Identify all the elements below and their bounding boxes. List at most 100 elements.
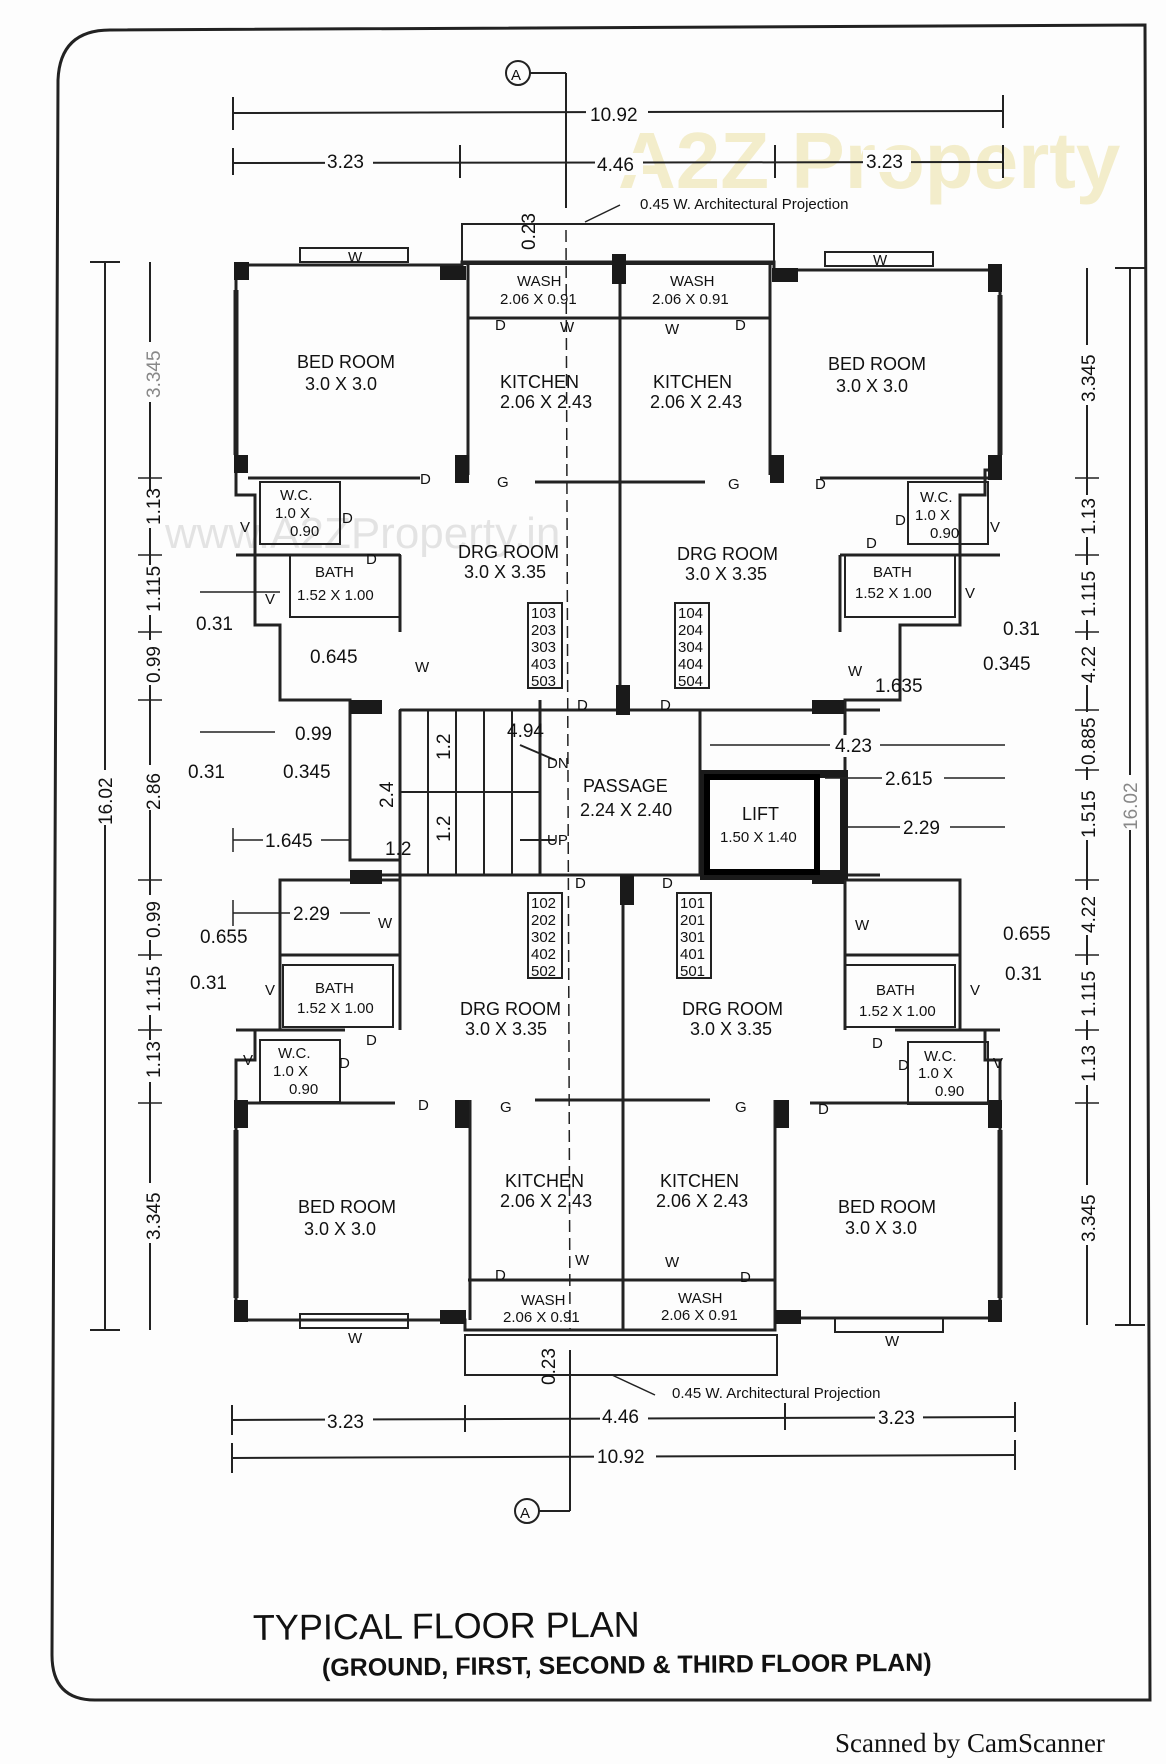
flat-no: 404 xyxy=(678,656,703,673)
mark-vent: V xyxy=(993,1055,1003,1072)
sheet-border xyxy=(50,23,1152,1702)
dim-031-l: 0.31 xyxy=(188,762,225,783)
wc-upper-right-size-a: 1.0 X xyxy=(915,507,950,524)
dim-0655-r: 0.655 xyxy=(1003,924,1051,945)
wc-lower-left-name: W.C. xyxy=(278,1045,311,1062)
dim-right-width-top: 3.23 xyxy=(866,152,903,173)
bedroom-lower-left-name: BED ROOM xyxy=(298,1197,396,1217)
dim-12-a: 1.2 xyxy=(434,734,455,760)
mark-door: D xyxy=(339,1055,350,1072)
wash-upper-left-name: WASH xyxy=(517,273,561,290)
mark-window: W xyxy=(873,252,888,269)
dim-12-c: 1.2 xyxy=(385,839,411,860)
flat-no: 502 xyxy=(531,963,556,980)
dim-centre-width-top: 4.46 xyxy=(597,155,634,176)
flat-numbers-upper-left: 103 203 303 403 503 xyxy=(527,602,563,690)
mark-door: D xyxy=(662,875,673,892)
bath-upper-right-name: BATH xyxy=(873,564,912,581)
dim-229-r: 2.29 xyxy=(903,818,940,839)
dim-left-6: 0.99 xyxy=(144,901,165,938)
wc-lower-left-size-a: 1.0 X xyxy=(273,1063,308,1080)
mark-window: W xyxy=(575,1252,590,1269)
drg-upper-right-name: DRG ROOM xyxy=(677,544,778,564)
flat-no: 301 xyxy=(680,929,705,946)
dim-overall-length-right: 16.02 xyxy=(1121,782,1142,830)
dim-031-ur: 0.31 xyxy=(1003,619,1040,640)
wc-lower-left-size-b: 0.90 xyxy=(289,1081,318,1098)
flat-no: 102 xyxy=(531,895,556,912)
dim-right-7: 4.22 xyxy=(1079,896,1100,933)
drg-lower-left-size: 3.0 X 3.35 xyxy=(465,1019,547,1039)
mark-vent: V xyxy=(240,519,250,536)
mark-grill: G xyxy=(735,1099,747,1116)
staircase xyxy=(399,709,556,876)
mark-door: D xyxy=(740,1269,751,1286)
wc-upper-right-size-b: 0.90 xyxy=(930,525,959,542)
bath-lower-left-size: 1.52 X 1.00 xyxy=(297,1000,374,1017)
windows xyxy=(233,247,1003,1333)
mark-window: W xyxy=(885,1333,900,1350)
flat-no: 103 xyxy=(531,605,556,622)
dim-right-width-bottom: 3.23 xyxy=(878,1408,915,1429)
mark-window: W xyxy=(415,659,430,676)
dim-right-3: 1.115 xyxy=(1079,571,1100,617)
kitchen-lower-left-name: KITCHEN xyxy=(505,1171,584,1191)
mark-vent: V xyxy=(965,585,975,602)
bedroom-upper-right-size: 3.0 X 3.0 xyxy=(836,376,908,396)
dim-right-5: 0.885 xyxy=(1079,717,1100,765)
wash-lower-left-name: WASH xyxy=(521,1292,565,1309)
dim-229-l: 2.29 xyxy=(293,904,330,925)
top-dimensions: 10.92 3.23 4.46 3.23 xyxy=(232,95,1004,178)
drg-lower-right-size: 3.0 X 3.35 xyxy=(690,1019,772,1039)
wc-lower-right-name: W.C. xyxy=(924,1048,957,1065)
mark-window: W xyxy=(855,917,870,934)
projection-note-bottom: 0.45 W. Architectural Projection xyxy=(672,1385,880,1402)
dim-right-9: 1.13 xyxy=(1079,1045,1100,1082)
flat-no: 203 xyxy=(531,622,556,639)
watermark-url: www.A2ZProperty.in xyxy=(164,509,560,558)
wash-upper-left-size: 2.06 X 0.91 xyxy=(500,291,577,308)
wash-upper-right-size: 2.06 X 0.91 xyxy=(652,291,729,308)
passage-name: PASSAGE xyxy=(583,776,668,796)
mark-door: D xyxy=(818,1101,829,1118)
mark-door: D xyxy=(660,697,671,714)
wash-lower-left-size: 2.06 X 0.91 xyxy=(503,1309,580,1326)
building-outline xyxy=(234,260,1002,1332)
mark-vent: V xyxy=(265,982,275,999)
lift-shaft xyxy=(704,774,820,875)
flat-no: 202 xyxy=(531,912,556,929)
flat-no: 401 xyxy=(680,946,705,963)
flat-no: 504 xyxy=(678,673,703,690)
dim-left-7: 1.115 xyxy=(144,966,165,1012)
projection-top: 0.45 W. Architectural Projection 0.23 xyxy=(461,196,848,265)
wash-lower-right-name: WASH xyxy=(678,1290,722,1307)
mark-door: D xyxy=(898,1057,909,1074)
stair-dn: DN xyxy=(547,755,569,772)
dim-projection-top: 0.23 xyxy=(519,213,540,250)
dim-right-4: 4.22 xyxy=(1079,646,1100,683)
mark-window: W xyxy=(665,321,680,338)
lift-name: LIFT xyxy=(742,804,779,824)
wc-lower-right-size-a: 1.0 X xyxy=(918,1065,953,1082)
drg-upper-right-size: 3.0 X 3.35 xyxy=(685,564,767,584)
dim-031-ll: 0.31 xyxy=(190,973,227,994)
mark-door: D xyxy=(575,875,586,892)
flat-no: 402 xyxy=(531,946,556,963)
dim-099-l: 0.99 xyxy=(295,724,332,745)
kitchen-upper-left-name: KITCHEN xyxy=(500,372,579,392)
dim-0345-ur: 0.345 xyxy=(983,654,1031,675)
wc-upper-left-size-a: 1.0 X xyxy=(275,505,310,522)
mark-door: D xyxy=(495,317,506,334)
kitchen-upper-right-size: 2.06 X 2.43 xyxy=(650,392,742,412)
passage-size: 2.24 X 2.40 xyxy=(580,800,672,820)
dim-0655-l: 0.655 xyxy=(200,927,248,948)
flat-numbers-upper-right: 104 204 304 404 504 xyxy=(674,602,710,690)
dim-overall-width-top: 10.92 xyxy=(590,105,638,126)
drg-lower-left-name: DRG ROOM xyxy=(460,999,561,1019)
dim-left-1: 3.345 xyxy=(144,350,165,398)
kitchen-lower-right-name: KITCHEN xyxy=(660,1171,739,1191)
mark-grill: G xyxy=(497,474,509,491)
dim-overall-length-left: 16.02 xyxy=(96,777,117,825)
kitchen-upper-left-size: 2.06 X 2.43 xyxy=(500,392,592,412)
mark-door: D xyxy=(577,697,588,714)
